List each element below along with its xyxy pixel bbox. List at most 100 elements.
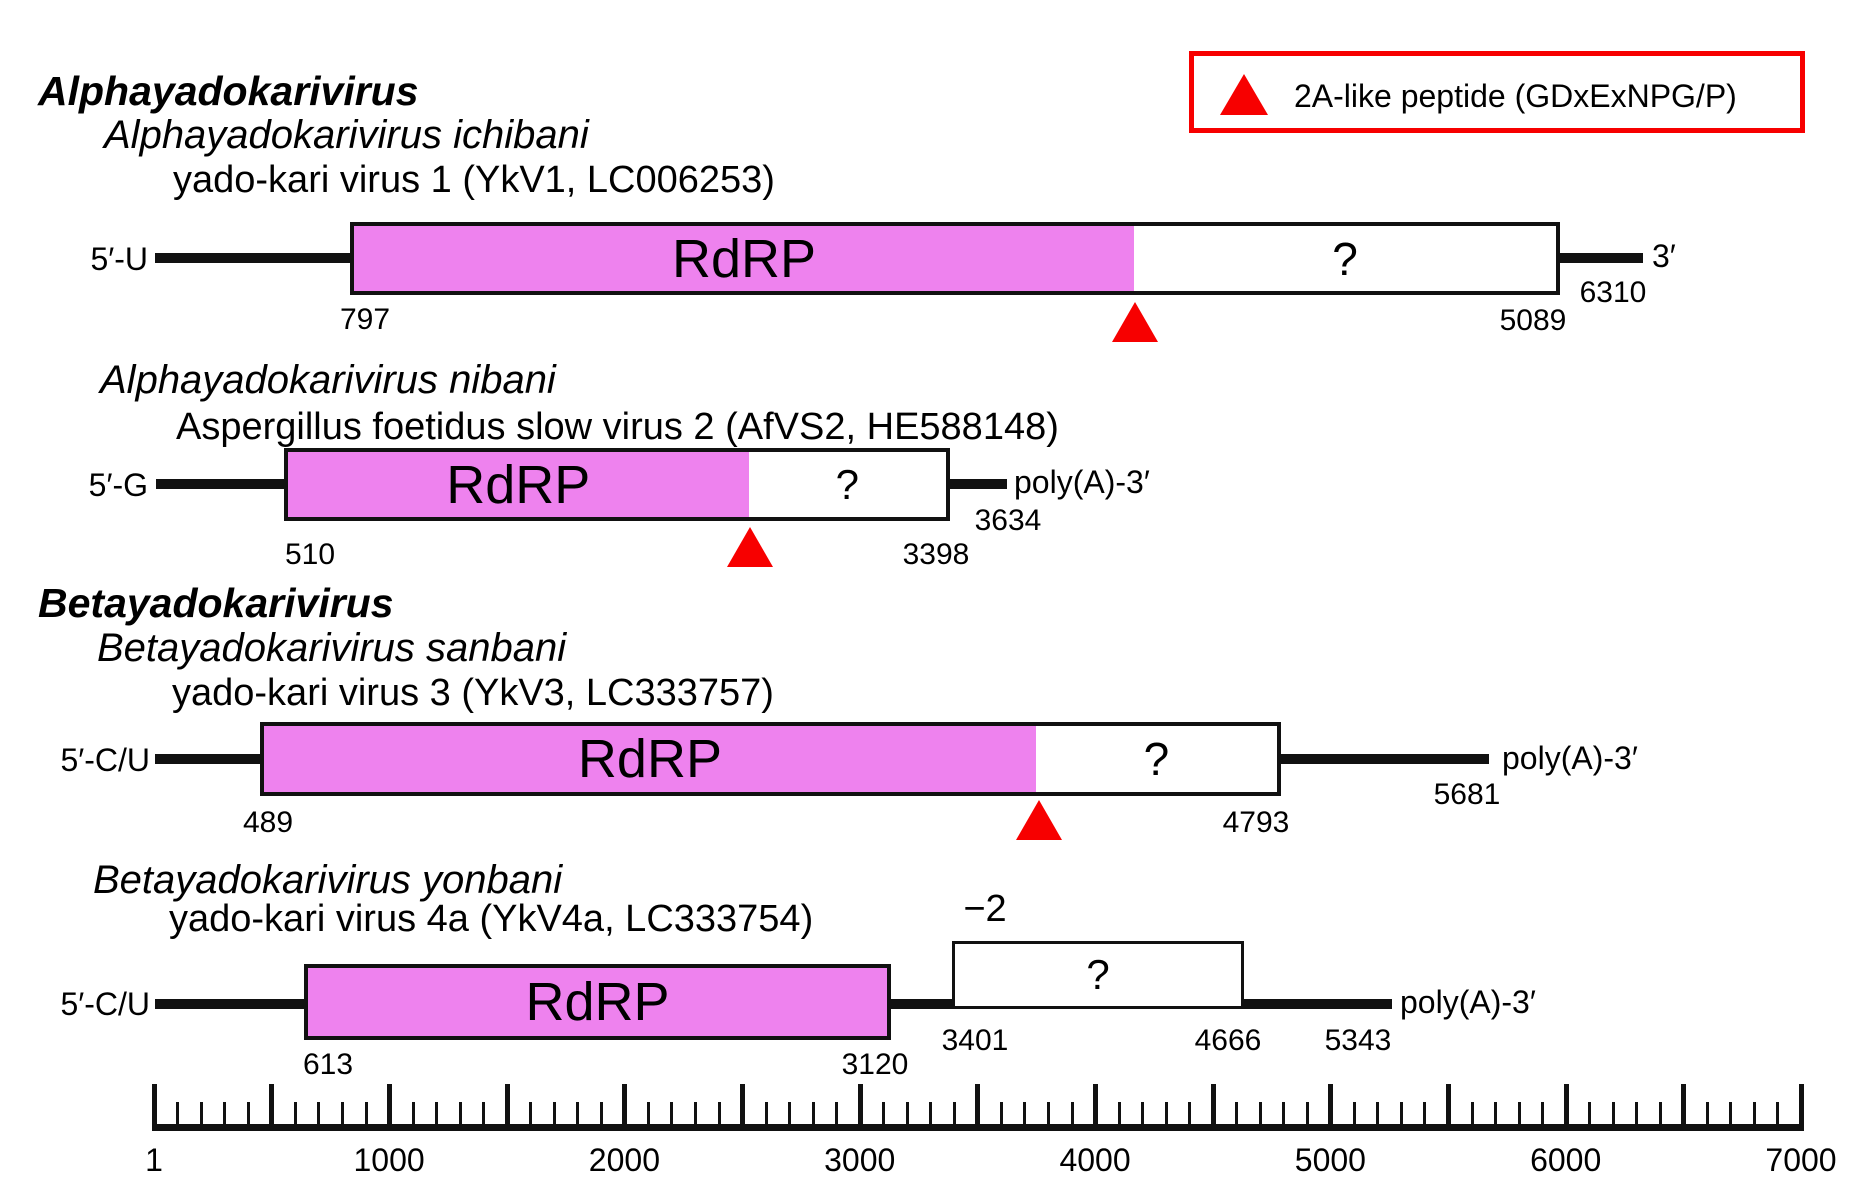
ruler-tick-minor (1776, 1102, 1780, 1124)
nt-position-orf2-start: 3401 (941, 1024, 1009, 1057)
nt-position-start: 797 (339, 303, 391, 336)
unknown-label: ? (1332, 232, 1358, 285)
ruler-tick-minor (788, 1102, 792, 1124)
nt-position-genome-end: 6310 (1579, 276, 1647, 309)
virus-name: yado-kari virus 1 (YkV1, LC006253) (173, 159, 775, 201)
ruler-tick-minor (1611, 1102, 1615, 1124)
nt-position-start: 489 (242, 806, 294, 839)
ruler-tick-major (1093, 1084, 1099, 1124)
ruler-tick-minor (1188, 1102, 1192, 1124)
ruler-tick-minor (1635, 1102, 1639, 1124)
three-prime-label: poly(A)-3′ (1502, 740, 1638, 776)
ruler-tick-minor (905, 1102, 909, 1124)
ruler-tick-minor (1470, 1102, 1474, 1124)
ruler-tick-minor (929, 1102, 933, 1124)
rdrp-label: RdRP (446, 454, 591, 515)
ruler-label: 4000 (1059, 1142, 1131, 1178)
nt-position-genome-end: 5343 (1324, 1024, 1392, 1057)
virus-name: Aspergillus foetidus slow virus 2 (AfVS2… (176, 406, 1059, 448)
ruler-tick-minor (1282, 1102, 1286, 1124)
unknown-region: ? (955, 944, 1241, 1006)
five-prime-label: 5′-G (88, 467, 148, 503)
ruler-tick-major (740, 1084, 746, 1124)
utr5-line (156, 479, 288, 489)
ruler-tick-minor (1305, 1102, 1309, 1124)
nt-position-start: 510 (284, 538, 336, 571)
ruler-tick-minor (811, 1102, 815, 1124)
five-prime-label: 5′-U (90, 241, 148, 277)
species-name: Betayadokarivirus sanbani (97, 626, 567, 670)
ruler-tick-minor (529, 1102, 533, 1124)
ruler-tick-minor (1541, 1102, 1545, 1124)
five-prime-label: 5′-C/U (60, 986, 150, 1022)
ruler-tick-minor (435, 1102, 439, 1124)
ruler-tick-minor (599, 1102, 603, 1124)
orf-box: RdRP ? (260, 722, 1281, 796)
ruler-tick-major (504, 1084, 510, 1124)
ruler-tick-minor (1752, 1102, 1756, 1124)
ruler-baseline (152, 1124, 1804, 1131)
nt-position-genome-end: 5681 (1433, 778, 1501, 811)
ruler-tick-minor (1070, 1102, 1074, 1124)
utr3-line (1277, 754, 1489, 764)
orf2-box: ? (952, 941, 1244, 1009)
ruler-tick-minor (199, 1102, 203, 1124)
ruler-tick-minor (1141, 1102, 1145, 1124)
ruler-label: 1000 (353, 1142, 425, 1178)
ruler-tick-minor (764, 1102, 768, 1124)
utr3-line (1556, 253, 1643, 263)
nt-position-orf-end: 4793 (1222, 806, 1290, 839)
ruler-label: 3000 (824, 1142, 896, 1178)
ruler-tick-minor (693, 1102, 697, 1124)
ruler-tick-minor (552, 1102, 556, 1124)
utr5-line (155, 754, 265, 764)
rdrp-label: RdRP (672, 228, 817, 289)
ruler-tick-major (1563, 1084, 1569, 1124)
ruler-tick-minor (952, 1102, 956, 1124)
ruler-tick-major (1210, 1084, 1216, 1124)
ruler-tick-minor (1376, 1102, 1380, 1124)
2a-peptide-triangle-icon (1220, 74, 1268, 115)
nt-position-start: 613 (302, 1048, 354, 1081)
ruler-tick-minor (1494, 1102, 1498, 1124)
ruler-tick-minor (1729, 1102, 1733, 1124)
five-prime-label: 5′-C/U (60, 742, 150, 778)
ruler-tick-minor (1352, 1102, 1356, 1124)
ruler-tick-minor (246, 1102, 250, 1124)
ruler-tick-minor (1399, 1102, 1403, 1124)
ruler-label: 1 (145, 1142, 163, 1178)
ruler-tick-major (1681, 1084, 1687, 1124)
ruler-tick-minor (1588, 1102, 1592, 1124)
ruler-tick-minor (1117, 1102, 1121, 1124)
unknown-label: ? (835, 460, 859, 508)
ruler-tick-minor (1705, 1102, 1709, 1124)
ruler-tick-minor (364, 1102, 368, 1124)
nt-position-orf2-end: 4666 (1194, 1024, 1262, 1057)
ruler-tick-minor (1164, 1102, 1168, 1124)
ruler-tick-minor (411, 1102, 415, 1124)
ruler-tick-minor (717, 1102, 721, 1124)
nt-position-rdrp-end: 3120 (841, 1048, 909, 1081)
three-prime-label: poly(A)-3′ (1014, 464, 1150, 500)
ruler-label: 2000 (588, 1142, 660, 1178)
ruler-tick-minor (882, 1102, 886, 1124)
nt-position-orf-end: 3398 (902, 538, 970, 571)
unknown-label: ? (1143, 733, 1170, 785)
ruler-tick-minor (293, 1102, 297, 1124)
ruler-tick-major (1799, 1084, 1804, 1124)
legend-label: 2A-like peptide (GDxExNPG/P) (1294, 78, 1737, 114)
ruler-tick-minor (999, 1102, 1003, 1124)
unknown-region: ? (1036, 726, 1277, 792)
ruler-tick-major (269, 1084, 275, 1124)
ruler-tick-minor (835, 1102, 839, 1124)
ruler-tick-minor (670, 1102, 674, 1124)
ruler-tick-minor (223, 1102, 227, 1124)
ruler-tick-minor (1658, 1102, 1662, 1124)
ruler-tick-minor (458, 1102, 462, 1124)
three-prime-label: poly(A)-3′ (1400, 984, 1536, 1020)
ruler-tick-minor (317, 1102, 321, 1124)
species-name: Alphayadokarivirus nibani (100, 358, 556, 402)
virus-name: yado-kari virus 4a (YkV4a, LC333754) (169, 898, 814, 940)
species-name: Betayadokarivirus yonbani (93, 858, 563, 902)
